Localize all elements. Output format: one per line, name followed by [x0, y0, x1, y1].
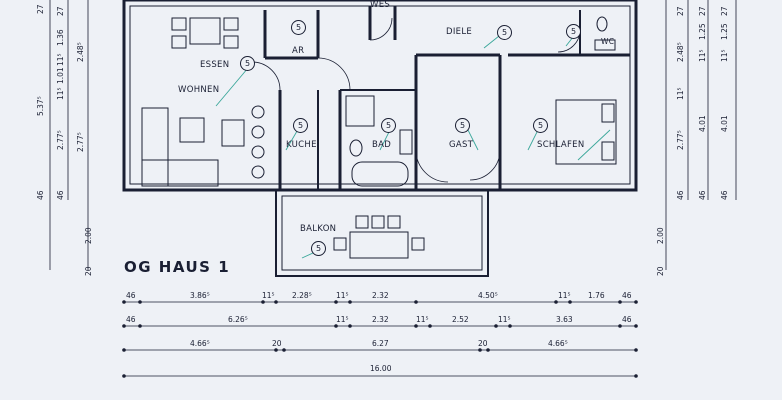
room-label-wes: WES [370, 0, 391, 10]
dim-left-inner-4: 2.77⁵ [56, 130, 65, 150]
dim-left-outer-6: 2.00 [84, 227, 93, 244]
dim-left-outer-0: 27 [36, 4, 45, 14]
dim-right-outer-0: 27 [720, 6, 729, 16]
dim-row2-2: 11⁵ [336, 315, 349, 324]
dim-left-outer-2: 2.48⁵ [76, 42, 85, 62]
dim-row2-7: 3.63 [556, 315, 573, 324]
room-marker-diele: 5 [497, 25, 512, 40]
dim-row3-3: 20 [478, 339, 488, 348]
dim-row2-5: 2.52 [452, 315, 469, 324]
dim-row1-3: 2.28⁵ [292, 291, 312, 300]
dim-right-outer-3: 4.01 [720, 115, 729, 132]
room-label-balkon: BALKON [300, 224, 337, 234]
dim-right-outer-4: 46 [720, 190, 729, 200]
dim-right-inner-0: 27 [676, 6, 685, 16]
plan-title: OG HAUS 1 [124, 258, 231, 276]
dim-left-inner-0: 27 [56, 6, 65, 16]
dim-row1-4: 11⁵ [336, 291, 349, 300]
room-label-wohnen: WOHNEN [178, 85, 220, 95]
dim-row4-0: 16.00 [370, 364, 392, 373]
dim-right-inner-5: 2.00 [656, 227, 665, 244]
room-label-bad: BAD [372, 140, 392, 150]
dim-row2-6: 11⁵ [498, 315, 511, 324]
dim-row3-0: 4.66⁵ [190, 339, 210, 348]
dim-right-inner-6: 20 [656, 266, 665, 276]
dim-left-inner-5: 46 [56, 190, 65, 200]
room-marker-wc: 5 [566, 24, 581, 39]
dim-row1-6: 4.50⁵ [478, 291, 498, 300]
dim-row2-3: 2.32 [372, 315, 389, 324]
dim-row1-2: 11⁵ [262, 291, 275, 300]
dim-row3-4: 4.66⁵ [548, 339, 568, 348]
dim-row1-7: 11⁵ [558, 291, 571, 300]
dim-right-mid-1: 11⁵ [698, 49, 707, 62]
dim-row1-1: 3.86⁵ [190, 291, 210, 300]
dim-row1-9: 46 [622, 291, 632, 300]
dim-left-outer-5: 46 [36, 190, 45, 200]
dim-left-outer-3: 5.37⁵ [36, 96, 45, 116]
dim-left-inner-2: 1.01 [56, 67, 65, 84]
dim-left-outer-7: 20 [84, 266, 93, 276]
dim-right-mid-0: 27 [698, 6, 707, 16]
dim-right-outer-2: 1.25 [720, 23, 729, 40]
dim-row1-8: 1.76 [588, 291, 605, 300]
dim-row2-0: 46 [126, 315, 136, 324]
dim-row3-2: 6.27 [372, 339, 389, 348]
room-label-schlafen: SCHLAFEN [537, 140, 585, 150]
room-marker-bad: 5 [381, 118, 396, 133]
room-label-ar: AR [292, 46, 305, 56]
dim-right-inner-3: 2.77⁵ [676, 130, 685, 150]
dim-left-inner-1: 11⁵ [56, 87, 65, 100]
dim-right-mid-4: 46 [698, 190, 707, 200]
dim-row2-4: 11⁵ [416, 315, 429, 324]
room-label-diele: DIELE [446, 27, 473, 37]
dim-right-inner-2: 11⁵ [676, 87, 685, 100]
room-marker-ar: 5 [291, 20, 306, 35]
room-marker-kueche: 5 [293, 118, 308, 133]
room-label-essen: ESSEN [200, 60, 230, 70]
dim-right-mid-2: 1.25 [698, 23, 707, 40]
dim-left-outer-4: 2.77⁵ [76, 132, 85, 152]
room-label-wc: WC [601, 37, 615, 46]
dim-left-inner-3: 11⁵ [56, 53, 65, 66]
room-label-kueche: KUCHE [286, 140, 317, 150]
dim-right-inner-1: 2.48⁵ [676, 42, 685, 62]
room-label-gast: GAST [449, 140, 474, 150]
room-marker-gast: 5 [455, 118, 470, 133]
dim-left-outer-1: 1.36 [56, 29, 65, 46]
dim-row1-5: 2.32 [372, 291, 389, 300]
room-marker-balkon: 5 [311, 241, 326, 256]
dim-row2-8: 46 [622, 315, 632, 324]
room-marker-essen: 5 [240, 56, 255, 71]
dim-right-outer-1: 11⁵ [720, 49, 729, 62]
dim-row3-1: 20 [272, 339, 282, 348]
room-marker-schlafen: 5 [533, 118, 548, 133]
dim-right-inner-4: 46 [676, 190, 685, 200]
dim-right-mid-3: 4.01 [698, 115, 707, 132]
dim-row1-0: 46 [126, 291, 136, 300]
dim-row2-1: 6.26⁵ [228, 315, 248, 324]
